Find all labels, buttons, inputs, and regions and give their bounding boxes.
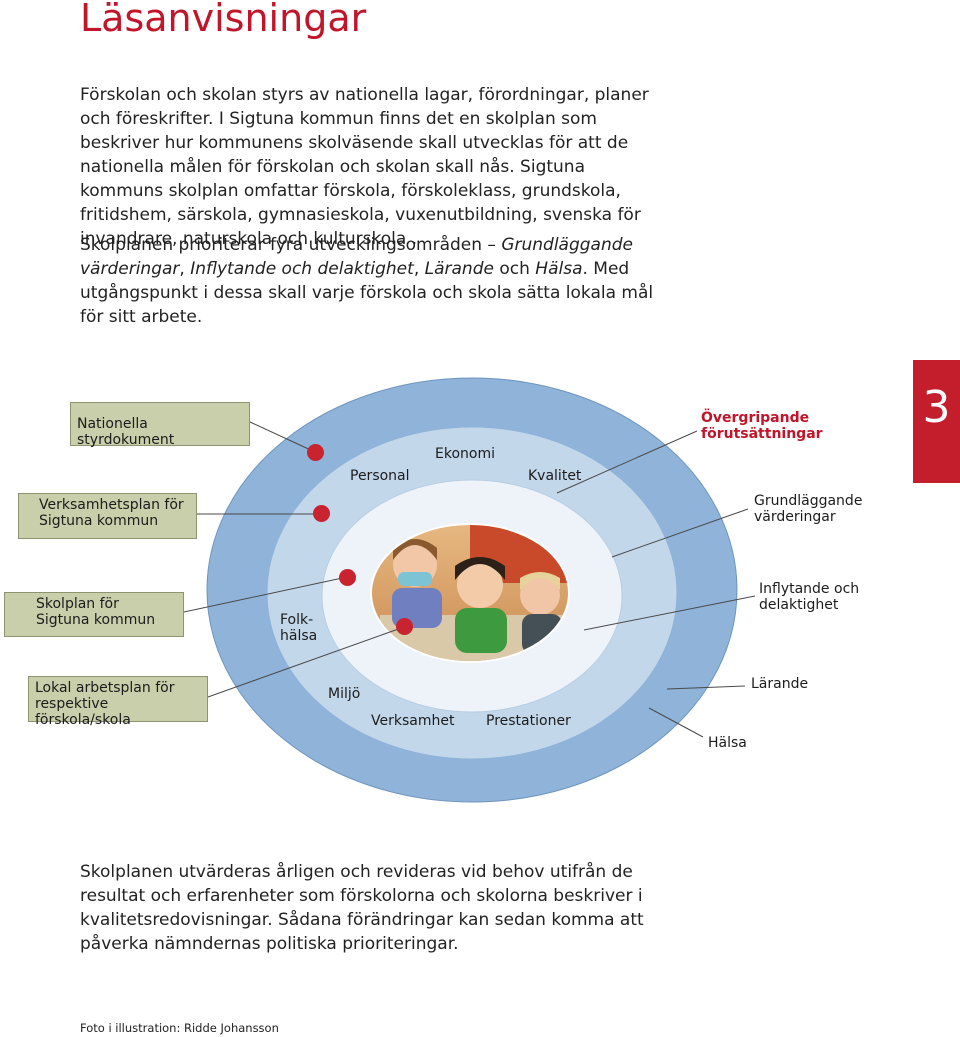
label-halsa: Hälsa bbox=[708, 735, 747, 751]
box-nationella-styrdokument: Nationella styrdokument bbox=[70, 402, 250, 446]
label-kvalitet: Kvalitet bbox=[528, 468, 581, 484]
label-inflytande-delaktighet: Inflytande och delaktighet bbox=[759, 581, 859, 613]
box-lokal-arbetsplan: Lokal arbetsplan för respektive förskola… bbox=[28, 676, 208, 722]
marker-dot-verksamhetsplan bbox=[313, 505, 330, 522]
photo-credit: Foto i illustration: Ridde Johansson bbox=[80, 1021, 279, 1035]
box-skolplan: Skolplan för Sigtuna kommun bbox=[4, 592, 184, 637]
label-larande: Lärande bbox=[751, 676, 808, 692]
box-verksamhetsplan: Verksamhetsplan för Sigtuna kommun bbox=[18, 493, 197, 539]
label-verksamhet: Verksamhet bbox=[371, 713, 454, 729]
marker-dot-skolplan bbox=[339, 569, 356, 586]
label-ekonomi: Ekonomi bbox=[435, 446, 495, 462]
label-grundlaggande-varderingar: Grundläggande värderingar bbox=[754, 493, 862, 525]
label-miljo: Miljö bbox=[328, 686, 360, 702]
marker-dot-lokal bbox=[396, 618, 413, 635]
label-prestationer: Prestationer bbox=[486, 713, 571, 729]
label-personal: Personal bbox=[350, 468, 410, 484]
marker-dot-nationella bbox=[307, 444, 324, 461]
label-overgripande-forutsattningar: Övergripande förutsättningar bbox=[701, 410, 823, 442]
closing-paragraph: Skolplanen utvärderas årligen och revide… bbox=[80, 860, 660, 956]
label-folkhalsa: Folk- hälsa bbox=[280, 612, 317, 644]
